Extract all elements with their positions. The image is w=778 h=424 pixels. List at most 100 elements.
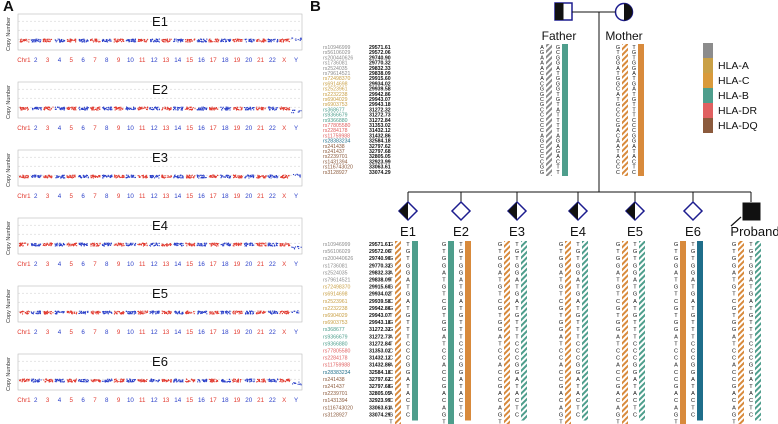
cnv-point bbox=[289, 379, 291, 381]
allele: G bbox=[540, 102, 544, 108]
cnv-point bbox=[36, 379, 38, 381]
cnv-point bbox=[259, 40, 261, 42]
cnv-point bbox=[244, 243, 246, 245]
cnv-point bbox=[176, 106, 178, 108]
cnv-point bbox=[211, 176, 213, 178]
cnv-point bbox=[161, 175, 163, 177]
cnv-point bbox=[114, 39, 116, 41]
allele: A bbox=[616, 92, 620, 98]
cnv-point bbox=[248, 175, 250, 177]
allele: T bbox=[559, 278, 563, 284]
cnv-point bbox=[225, 39, 227, 41]
cnv-point bbox=[151, 243, 153, 245]
cnv-point bbox=[156, 107, 158, 109]
cnv-point bbox=[177, 41, 179, 43]
cnv-point bbox=[176, 380, 178, 382]
allele: T bbox=[442, 420, 446, 424]
chromosome-label: 20 bbox=[245, 125, 252, 132]
cnv-point bbox=[130, 107, 132, 109]
cnv-point bbox=[141, 242, 143, 244]
cnv-point bbox=[268, 378, 270, 381]
cnv-point bbox=[118, 107, 120, 109]
cnv-point bbox=[59, 311, 61, 313]
allele: G bbox=[498, 412, 502, 418]
allele: A bbox=[691, 391, 695, 397]
cnv-point bbox=[260, 310, 262, 313]
cnv-point bbox=[84, 312, 86, 314]
cnv-point bbox=[56, 243, 58, 245]
cnv-point bbox=[129, 176, 131, 178]
cnv-point bbox=[181, 311, 183, 313]
cnv-point bbox=[38, 175, 40, 177]
allele: C bbox=[616, 107, 620, 113]
chromosome-label: 21 bbox=[257, 397, 264, 404]
cnv-point bbox=[279, 313, 281, 315]
cnv-point bbox=[258, 245, 260, 247]
cnv-point bbox=[222, 381, 224, 383]
allele: T bbox=[459, 285, 463, 291]
cnv-point bbox=[209, 108, 211, 110]
cnv-point bbox=[91, 109, 93, 111]
allele: G bbox=[674, 327, 678, 333]
cnv-point bbox=[174, 174, 176, 176]
cnv-point bbox=[37, 176, 39, 178]
cnv-point bbox=[120, 313, 122, 315]
snp-id: rs2524035 bbox=[323, 270, 348, 276]
chromosome-label: 17 bbox=[210, 397, 217, 404]
cnv-point bbox=[157, 310, 159, 312]
cnv-point bbox=[179, 380, 181, 382]
cnv-point bbox=[109, 109, 112, 111]
chromosome-label: 15 bbox=[186, 57, 193, 64]
allele: G bbox=[732, 242, 736, 248]
cnv-point bbox=[114, 106, 116, 108]
cnv-point bbox=[179, 313, 181, 315]
allele: G bbox=[442, 242, 446, 248]
cnv-point bbox=[163, 378, 165, 381]
cnv-point bbox=[71, 39, 73, 41]
cnv-point bbox=[114, 175, 116, 177]
cnv-point bbox=[201, 106, 203, 108]
cnv-point bbox=[251, 41, 253, 43]
cnv-point bbox=[182, 244, 184, 246]
cnv-point bbox=[211, 243, 213, 245]
allele: T bbox=[749, 242, 753, 248]
allele: T bbox=[498, 313, 502, 319]
cnv-point bbox=[163, 38, 165, 41]
cnv-point bbox=[152, 176, 154, 178]
cnv-point bbox=[170, 107, 172, 109]
allele: T bbox=[389, 292, 393, 298]
allele: G bbox=[633, 370, 637, 376]
cnv-point bbox=[108, 310, 111, 312]
cnv-point bbox=[151, 311, 153, 313]
cnv-point bbox=[203, 243, 205, 245]
legend-swatch bbox=[703, 58, 713, 73]
cnv-point bbox=[198, 310, 200, 312]
cnv-point bbox=[192, 243, 194, 245]
cnv-point bbox=[246, 310, 248, 312]
allele: C bbox=[498, 370, 502, 376]
cnv-point bbox=[101, 244, 103, 246]
cnv-point bbox=[87, 176, 89, 178]
cnv-point bbox=[150, 108, 153, 110]
cnv-point bbox=[127, 39, 129, 41]
cnv-point bbox=[95, 379, 97, 381]
cnv-point bbox=[285, 38, 287, 40]
cnv-point bbox=[196, 175, 198, 177]
cnv-point bbox=[91, 311, 93, 313]
chromosome-label: 13 bbox=[162, 57, 169, 64]
allele: A bbox=[442, 334, 446, 340]
chromosome-label: 18 bbox=[222, 57, 229, 64]
allele: A bbox=[576, 278, 580, 284]
allele: G bbox=[632, 61, 636, 67]
cnv-point bbox=[84, 311, 87, 313]
allele: G bbox=[749, 370, 753, 376]
cnv-point bbox=[107, 109, 109, 111]
cnv-point bbox=[236, 38, 238, 40]
allele: T bbox=[515, 242, 519, 248]
cnv-point bbox=[249, 312, 252, 314]
cnv-point bbox=[108, 107, 110, 109]
cnv-point bbox=[198, 40, 200, 42]
cnv-point bbox=[288, 41, 290, 43]
cnv-point bbox=[298, 174, 300, 176]
cnv-point bbox=[24, 378, 26, 380]
